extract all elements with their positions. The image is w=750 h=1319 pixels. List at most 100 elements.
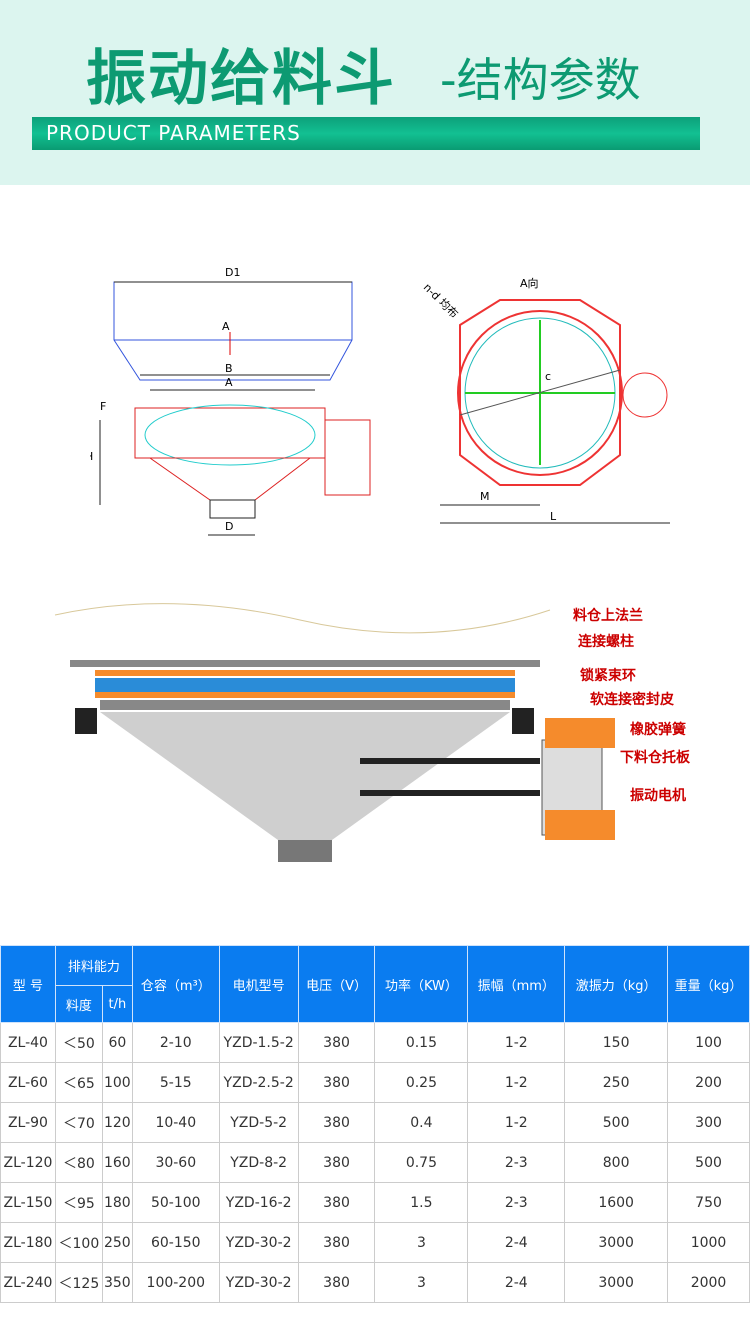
table-cell: 30-60 bbox=[131, 1142, 220, 1183]
table-cell: 1.5 bbox=[374, 1182, 469, 1223]
table-cell: 3 bbox=[374, 1222, 469, 1263]
table-cell: ＜100 bbox=[54, 1222, 103, 1263]
label-d: D bbox=[225, 520, 233, 533]
page-title: 振动给料斗 bbox=[86, 44, 396, 114]
table-cell: ZL-60 bbox=[0, 1062, 56, 1103]
label-l: L bbox=[550, 510, 557, 523]
table-cell: 2-3 bbox=[467, 1142, 566, 1183]
label-a-view: A向 bbox=[520, 276, 539, 290]
label-a: A bbox=[225, 376, 233, 389]
label-n-d: n-d 均布 bbox=[421, 281, 461, 321]
table-cell: ＜50 bbox=[54, 1022, 103, 1063]
table-cell: ＜80 bbox=[54, 1142, 103, 1183]
table-cell: 100-200 bbox=[131, 1262, 220, 1303]
table-cell: 50-100 bbox=[131, 1182, 220, 1223]
label-c: c bbox=[545, 370, 551, 383]
callout-support-plate: 下料仓托板 bbox=[620, 749, 691, 766]
cross-section-drawing: 料仓上法兰 连接螺柱 锁紧束环 软连接密封皮 橡胶弹簧 下料仓托板 振动电机 bbox=[54, 603, 691, 862]
col-weight: 重量（kg） bbox=[667, 945, 750, 1023]
table-cell: 150 bbox=[564, 1022, 669, 1063]
table-cell: 380 bbox=[297, 1142, 376, 1183]
callout-vibration-motor: 振动电机 bbox=[630, 787, 686, 804]
page-subtitle: -结构参数 bbox=[440, 53, 641, 107]
table-cell: 380 bbox=[297, 1222, 376, 1263]
table-cell: YZD-16-2 bbox=[218, 1182, 299, 1223]
table-cell: ZL-90 bbox=[0, 1102, 56, 1143]
table-cell: 380 bbox=[297, 1262, 376, 1303]
table-cell: ZL-40 bbox=[0, 1022, 56, 1063]
table-cell: 2-4 bbox=[467, 1222, 566, 1263]
table-cell: 500 bbox=[667, 1142, 750, 1183]
table-cell: 800 bbox=[564, 1142, 669, 1183]
parameter-table: 型 号 排料能力 仓容（m³） 电机型号 电压（V） 功率（KW） 振幅（mm）… bbox=[0, 945, 750, 1303]
label-f: F bbox=[100, 400, 106, 413]
table-cell: 380 bbox=[297, 1102, 376, 1143]
table-cell: YZD-2.5-2 bbox=[218, 1062, 299, 1103]
table-cell: ZL-120 bbox=[0, 1142, 56, 1183]
table-cell: 1000 bbox=[667, 1222, 750, 1263]
table-cell: ZL-240 bbox=[0, 1262, 56, 1303]
callout-upper-flange: 料仓上法兰 bbox=[573, 607, 643, 624]
callout-rubber-spring: 橡胶弹簧 bbox=[630, 721, 686, 738]
col-voltage: 电压（V） bbox=[297, 945, 376, 1023]
label-h: H bbox=[90, 450, 93, 463]
col-amplitude: 振幅（mm） bbox=[467, 945, 566, 1023]
table-cell: 180 bbox=[101, 1182, 133, 1223]
table-cell: 1-2 bbox=[467, 1022, 566, 1063]
table-cell: 0.15 bbox=[374, 1022, 469, 1063]
label-m: M bbox=[480, 490, 490, 503]
col-model: 型 号 bbox=[0, 945, 56, 1023]
table-cell: 500 bbox=[564, 1102, 669, 1143]
table-cell: 2000 bbox=[667, 1262, 750, 1303]
table-cell: 750 bbox=[667, 1182, 750, 1223]
callout-stud: 连接螺柱 bbox=[578, 633, 634, 650]
table-cell: YZD-5-2 bbox=[218, 1102, 299, 1143]
col-volume: 仓容（m³） bbox=[131, 945, 220, 1023]
table-cell: 380 bbox=[297, 1022, 376, 1063]
callout-seal: 软连接密封皮 bbox=[590, 691, 674, 708]
table-cell: 250 bbox=[101, 1222, 133, 1263]
table-cell: YZD-8-2 bbox=[218, 1142, 299, 1183]
table-cell: 60-150 bbox=[131, 1222, 220, 1263]
col-force: 激振力（kg） bbox=[564, 945, 669, 1023]
table-cell: 2-3 bbox=[467, 1182, 566, 1223]
table-cell: 350 bbox=[101, 1262, 133, 1303]
table-cell: ZL-180 bbox=[0, 1222, 56, 1263]
col-power: 功率（KW） bbox=[374, 945, 469, 1023]
side-view-drawing: D1 A B A F H D bbox=[90, 266, 371, 536]
table-cell: ZL-150 bbox=[0, 1182, 56, 1223]
section-bar: PRODUCT PARAMETERS bbox=[32, 117, 700, 150]
table-cell: 3000 bbox=[564, 1222, 669, 1263]
table-cell: 60 bbox=[101, 1022, 133, 1063]
table-cell: 0.4 bbox=[374, 1102, 469, 1143]
table-cell: 10-40 bbox=[131, 1102, 220, 1143]
table-cell: 5-15 bbox=[131, 1062, 220, 1103]
label-a-arrow: A bbox=[222, 320, 230, 333]
callout-clamp-ring: 锁紧束环 bbox=[580, 667, 636, 684]
table-cell: 100 bbox=[667, 1022, 750, 1063]
table-cell: 2-4 bbox=[467, 1262, 566, 1303]
label-d1: D1 bbox=[225, 266, 240, 279]
table-cell: 1600 bbox=[564, 1182, 669, 1223]
table-cell: 2-10 bbox=[131, 1022, 220, 1063]
table-cell: YZD-30-2 bbox=[218, 1222, 299, 1263]
col-granularity: 料度 bbox=[54, 985, 103, 1023]
table-cell: 160 bbox=[101, 1142, 133, 1183]
table-cell: 0.25 bbox=[374, 1062, 469, 1103]
col-th: t/h bbox=[101, 985, 133, 1023]
table-cell: 250 bbox=[564, 1062, 669, 1103]
table-cell: 0.75 bbox=[374, 1142, 469, 1183]
table-cell: ＜125 bbox=[54, 1262, 103, 1303]
table-cell: 1-2 bbox=[467, 1102, 566, 1143]
col-capacity: 排料能力 bbox=[54, 945, 133, 986]
table-cell: ＜95 bbox=[54, 1182, 103, 1223]
top-view-drawing: A向 n-d 均布 c M L bbox=[421, 276, 670, 524]
table-cell: 100 bbox=[101, 1062, 133, 1103]
table-cell: ＜70 bbox=[54, 1102, 103, 1143]
